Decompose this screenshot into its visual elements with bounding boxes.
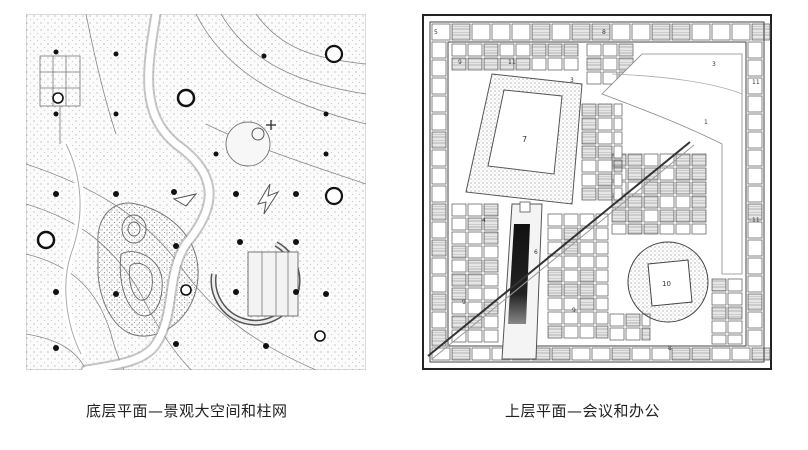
label-top-strip-2: 3: [570, 77, 574, 84]
column-grid: [53, 49, 329, 351]
label-top-strip: 3: [712, 61, 716, 68]
ground-floor-caption: 底层平面—景观大空间和柱网: [86, 402, 288, 420]
label-room-d: 8: [668, 345, 672, 352]
upper-floor-caption: 上层平面—会议和办公: [505, 402, 661, 420]
central-slab: [501, 201, 543, 360]
diagonal-corridor: [427, 141, 691, 357]
round-feature: [225, 120, 276, 167]
ground-floor-plan: [25, 8, 367, 376]
courtyard-block: 7: [465, 73, 583, 205]
ground-floor-drawing: [25, 8, 367, 376]
upper-floor-drawing: 7 10 1 3 3 9 11 11 6 8 8 9 11: [422, 14, 772, 370]
label-room-b-2: 11: [752, 79, 760, 86]
label-room-a-2: 9: [462, 299, 466, 306]
upper-floor-plan: 7 10 1 3 3 9 11 11 6 8 8 9 11: [422, 14, 772, 370]
label-wing: 1: [704, 119, 708, 126]
label-room-b: 11: [508, 59, 516, 66]
round-meeting-room: 10: [627, 241, 709, 323]
round-columns: [36, 44, 344, 342]
label-room-a: 9: [458, 59, 462, 66]
label-room-e: 4: [482, 217, 486, 224]
label-room-a-3: 9: [572, 307, 576, 314]
label-room-d-2: 8: [602, 29, 606, 36]
label-room-b-3: 11: [752, 217, 760, 224]
circular-garden: [210, 241, 301, 326]
round-room-label: 10: [662, 280, 671, 288]
label-room-f: 5: [434, 29, 438, 36]
label-room-c: 6: [534, 249, 538, 256]
courtyard-label: 7: [522, 135, 527, 144]
